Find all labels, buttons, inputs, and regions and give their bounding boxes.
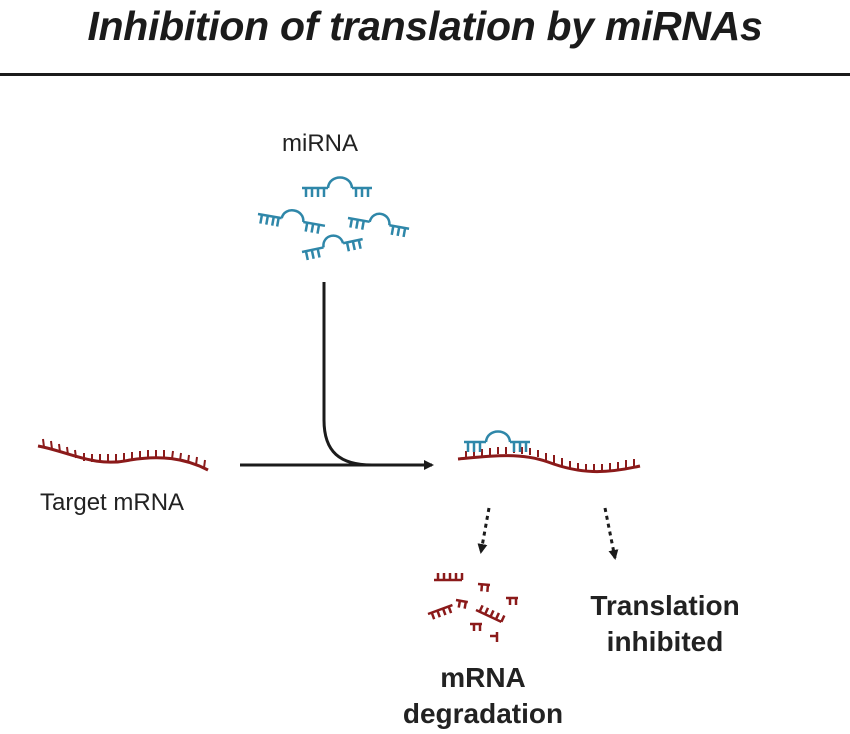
mirna-molecule-icon — [257, 209, 326, 234]
to-degradation-arrow — [477, 507, 491, 554]
mirna-to-complex-arrow — [322, 282, 430, 467]
mirna-molecule-icon — [301, 234, 363, 261]
translation-inhibited-label: Translation inhibited — [560, 588, 770, 660]
title-divider — [0, 73, 850, 76]
mirna-molecule-icon — [347, 212, 410, 238]
mirna-molecule-icon — [302, 176, 372, 197]
mrna-degradation-line-1: mRNA — [440, 662, 526, 693]
mrna-degradation-line-2: degradation — [402, 698, 564, 729]
degraded-mrna-fragments-icon — [427, 573, 518, 642]
target-mrna-label: Target mRNA — [40, 489, 185, 516]
mrna-degradation-label: mRNA degradation — [383, 660, 583, 732]
translation-inhibited-line-1: Translation — [590, 590, 740, 621]
target-mrna-icon — [37, 438, 209, 472]
mirna-label: miRNA — [282, 130, 358, 157]
diagram-title: Inhibition of translation by miRNAs — [87, 3, 763, 49]
mirna-mrna-complex-icon — [457, 430, 641, 474]
translation-inhibited-line-2: inhibited — [606, 626, 724, 657]
mirna-cluster-icon — [257, 176, 410, 261]
flow-arrows — [240, 282, 619, 560]
to-inhibition-arrow — [603, 507, 619, 560]
